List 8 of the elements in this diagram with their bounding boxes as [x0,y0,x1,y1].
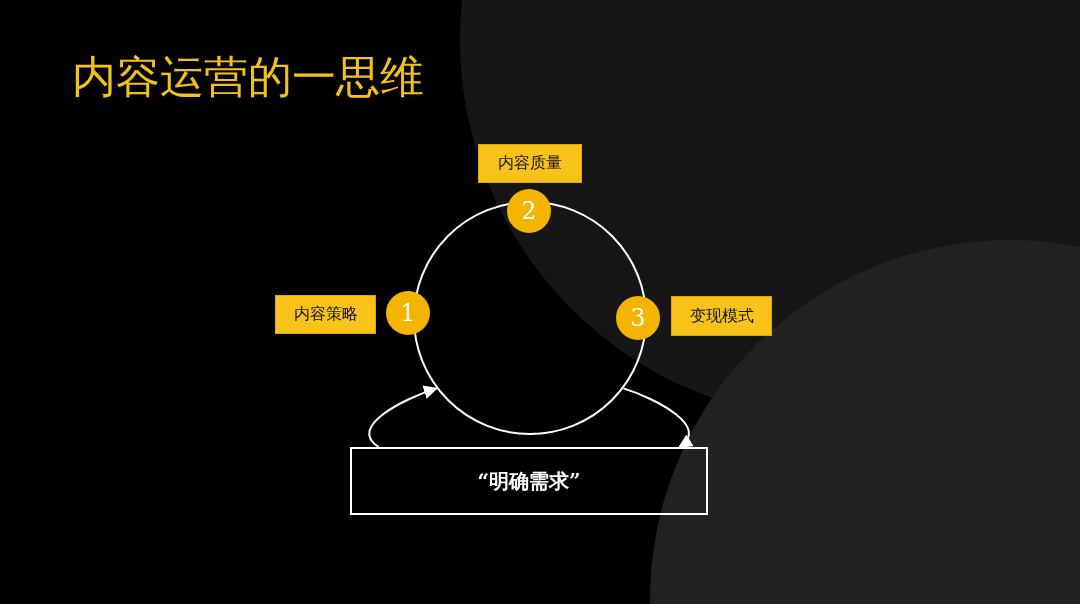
arrow [622,387,694,448]
label-box: 内容质量 [478,144,582,183]
title: 内容运营的一思维 [72,50,424,104]
requirement-box: “明确需求” [350,447,708,515]
label-box: 内容策略 [275,295,376,334]
arrow [368,385,438,448]
label-box: 变现模式 [671,296,772,336]
number-circle: 1 [386,291,430,335]
